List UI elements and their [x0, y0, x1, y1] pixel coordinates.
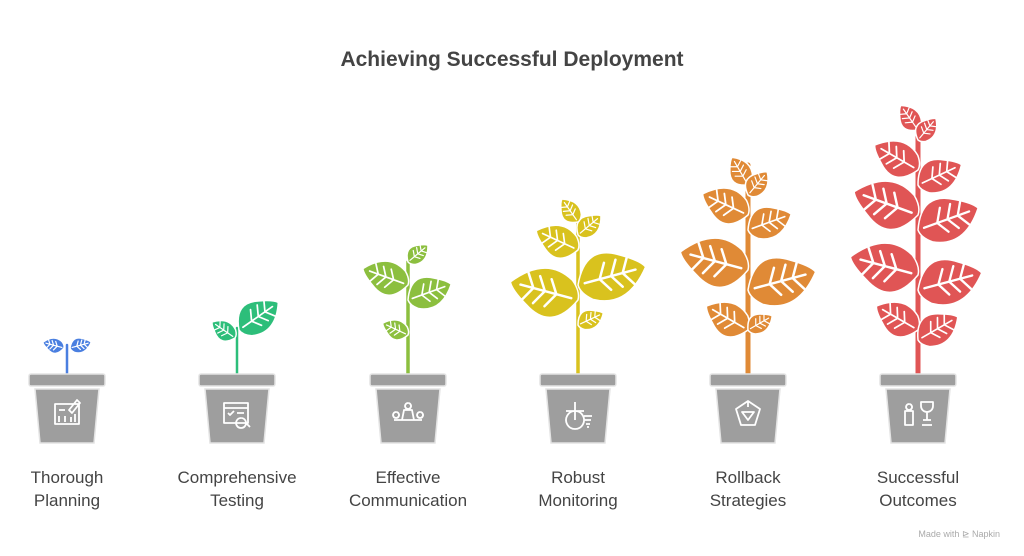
leaf — [577, 309, 605, 331]
pot — [539, 373, 617, 444]
leaf — [535, 224, 580, 259]
communication-icon — [392, 402, 424, 421]
plant-stage-6 — [849, 104, 983, 444]
pot-body — [545, 388, 611, 444]
leaf — [237, 299, 280, 337]
outcomes-icon — [904, 401, 934, 426]
leaf — [560, 198, 583, 224]
leaf — [914, 117, 938, 143]
pot-body — [204, 388, 270, 444]
leaf — [873, 140, 921, 178]
plant-stage-2 — [198, 299, 280, 444]
pot-rim — [369, 373, 447, 387]
leaf — [875, 301, 921, 338]
pot — [369, 373, 447, 444]
leaf — [849, 242, 920, 294]
pot — [28, 373, 106, 444]
leaf — [381, 319, 410, 341]
leaf — [211, 319, 237, 342]
pot-body — [375, 388, 441, 444]
pot — [879, 373, 957, 444]
testing-icon — [223, 402, 251, 429]
leaf — [917, 258, 983, 306]
leaf — [701, 187, 750, 225]
diagram-title: Achieving Successful Deployment — [340, 48, 684, 71]
pot-rim — [709, 373, 787, 387]
plant-stage-5 — [679, 156, 817, 444]
leaf — [577, 251, 647, 302]
rollback-icon — [735, 400, 761, 426]
leaf — [705, 301, 751, 338]
label-line: Planning — [33, 491, 101, 510]
label-line: Thorough — [30, 468, 104, 487]
leaf — [729, 156, 754, 186]
pot-body — [885, 388, 951, 444]
label-line: Outcomes — [879, 491, 957, 510]
leaf — [679, 237, 750, 289]
watermark: Made with ⊵ Napkin — [918, 529, 1000, 539]
planning-icon — [54, 399, 81, 425]
label-line: Comprehensive — [177, 468, 297, 487]
label-line: Rollback — [715, 468, 781, 487]
leaf — [747, 206, 793, 240]
leaf — [747, 313, 774, 335]
label-line: Communication — [348, 491, 468, 510]
pot — [198, 373, 276, 444]
leaf — [744, 171, 769, 198]
pot — [709, 373, 787, 444]
leaf — [576, 214, 602, 239]
pot-rim — [28, 373, 106, 387]
leaf — [917, 158, 963, 194]
leaf — [69, 337, 93, 354]
leaf — [747, 256, 817, 307]
leaf — [41, 337, 65, 355]
leaf — [917, 312, 959, 348]
label-line: Testing — [210, 491, 264, 510]
leaf — [407, 276, 453, 310]
pot-rim — [539, 373, 617, 387]
pot-rim — [198, 373, 276, 387]
leaf — [406, 243, 429, 266]
pot-body — [715, 388, 781, 444]
plant-stage-4 — [509, 198, 647, 444]
label-line: Monitoring — [538, 491, 618, 510]
pot-body — [34, 388, 100, 444]
label-line: Effective — [375, 468, 441, 487]
monitoring-icon — [565, 402, 592, 430]
label-line: Strategies — [709, 491, 787, 510]
plant-stage-3 — [362, 243, 453, 444]
leaf — [362, 260, 410, 296]
pot-rim — [879, 373, 957, 387]
leaf — [509, 267, 580, 319]
label-line: Successful — [876, 468, 960, 487]
label-line: Robust — [551, 468, 605, 487]
leaf — [917, 197, 980, 244]
leaf — [853, 180, 920, 231]
plant-stage-1 — [28, 337, 106, 444]
